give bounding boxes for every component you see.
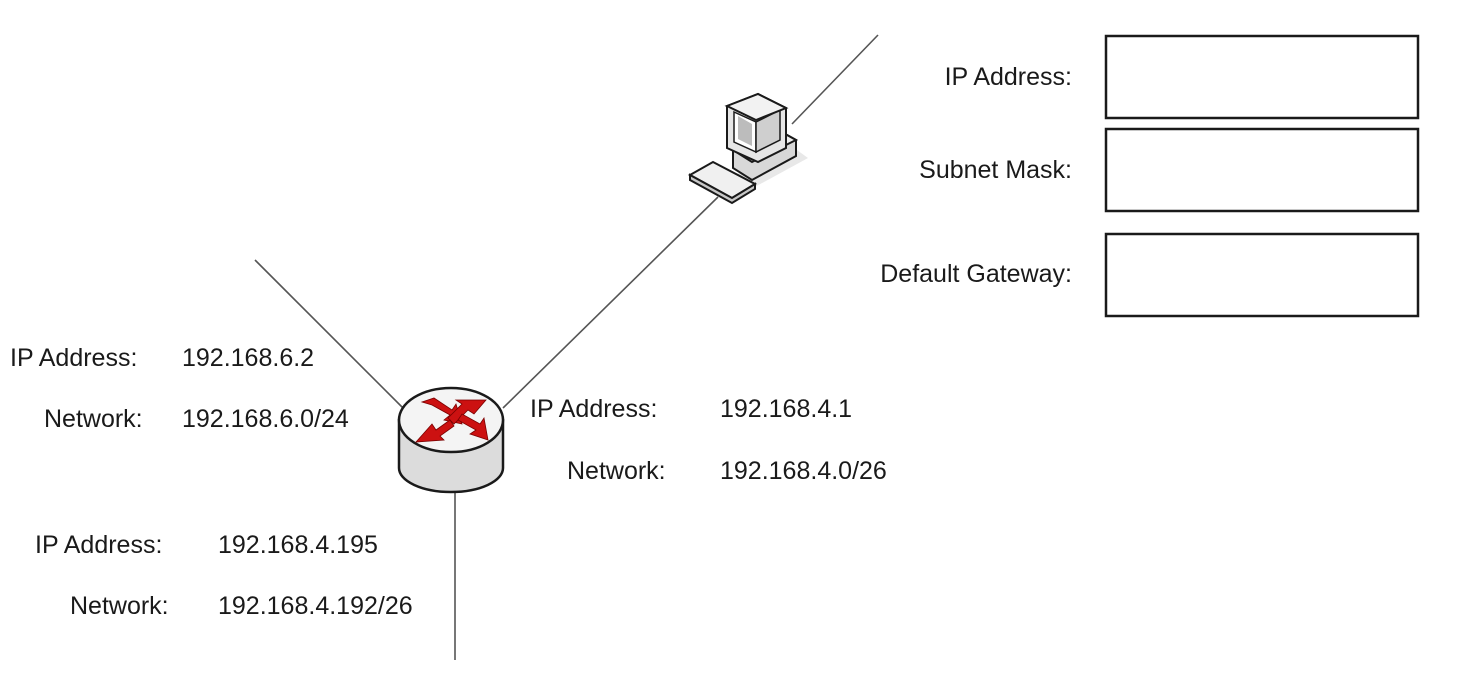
bottom-network-value: 192.168.4.192/26 [218,592,413,620]
left-network-value: 192.168.6.0/24 [182,405,349,433]
host-ip-field[interactable] [1104,34,1420,120]
router-icon [397,386,505,494]
link-to-computer [502,196,719,409]
host-gateway-field[interactable] [1104,232,1420,318]
left-network-label: Network: [44,405,143,433]
left-ip-label: IP Address: [10,344,137,372]
right-ip-value: 192.168.4.1 [720,395,852,423]
link-left [254,259,406,411]
bottom-ip-label: IP Address: [35,531,162,559]
right-network-label: Network: [567,457,666,485]
right-ip-label: IP Address: [530,395,657,423]
host-ip-label: IP Address: [945,63,1072,91]
host-mask-field[interactable] [1104,127,1420,213]
link-computer-uplink [791,34,879,125]
computer-icon [687,92,808,205]
bottom-ip-value: 192.168.4.195 [218,531,378,559]
host-gateway-label: Default Gateway: [880,260,1072,288]
bottom-network-label: Network: [70,592,169,620]
left-ip-value: 192.168.6.2 [182,344,314,372]
host-mask-label: Subnet Mask: [919,156,1072,184]
right-network-value: 192.168.4.0/26 [720,457,887,485]
